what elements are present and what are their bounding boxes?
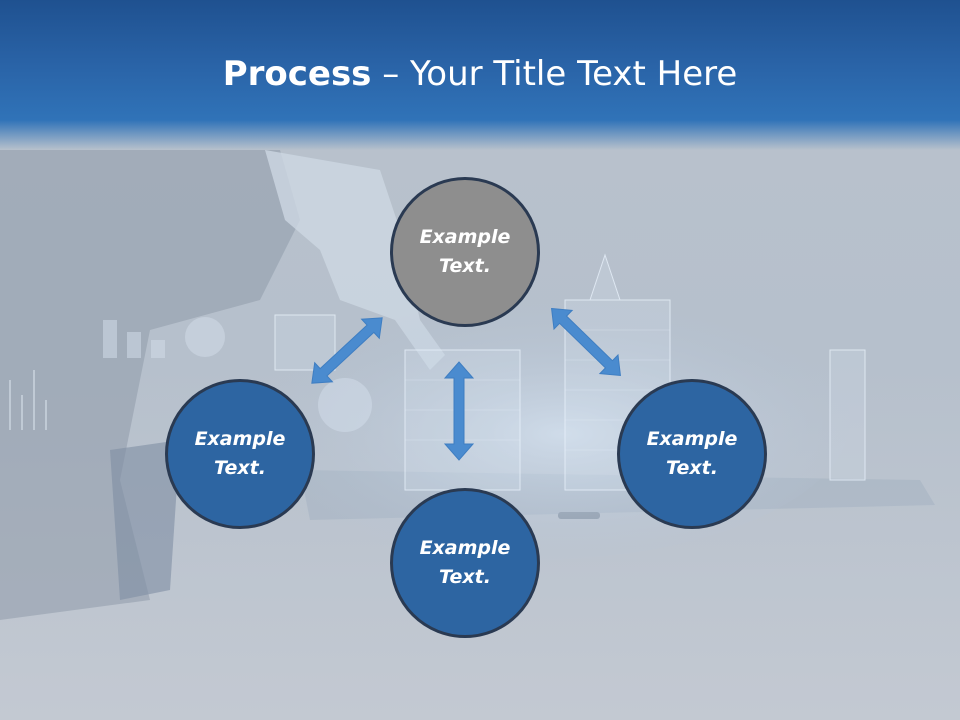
title-bar [0, 0, 960, 150]
node-left: Example Text. [165, 379, 315, 529]
arrow-left-top [311, 317, 383, 384]
node-right: Example Text. [617, 379, 767, 529]
slide-title: Process – Your Title Text Here [0, 50, 960, 98]
node-right-label: Example Text. [646, 428, 738, 479]
slide-title-bold: Process [222, 54, 372, 94]
arrow-right-top [551, 307, 621, 377]
arrow-vertical [443, 361, 475, 461]
node-left-label: Example Text. [194, 428, 286, 479]
node-bottom: Example Text. [390, 488, 540, 638]
node-top: Example Text. [390, 177, 540, 327]
node-bottom-label: Example Text. [419, 537, 511, 588]
slide-title-rest: – Your Title Text Here [371, 54, 738, 94]
node-top-label: Example Text. [419, 226, 511, 277]
